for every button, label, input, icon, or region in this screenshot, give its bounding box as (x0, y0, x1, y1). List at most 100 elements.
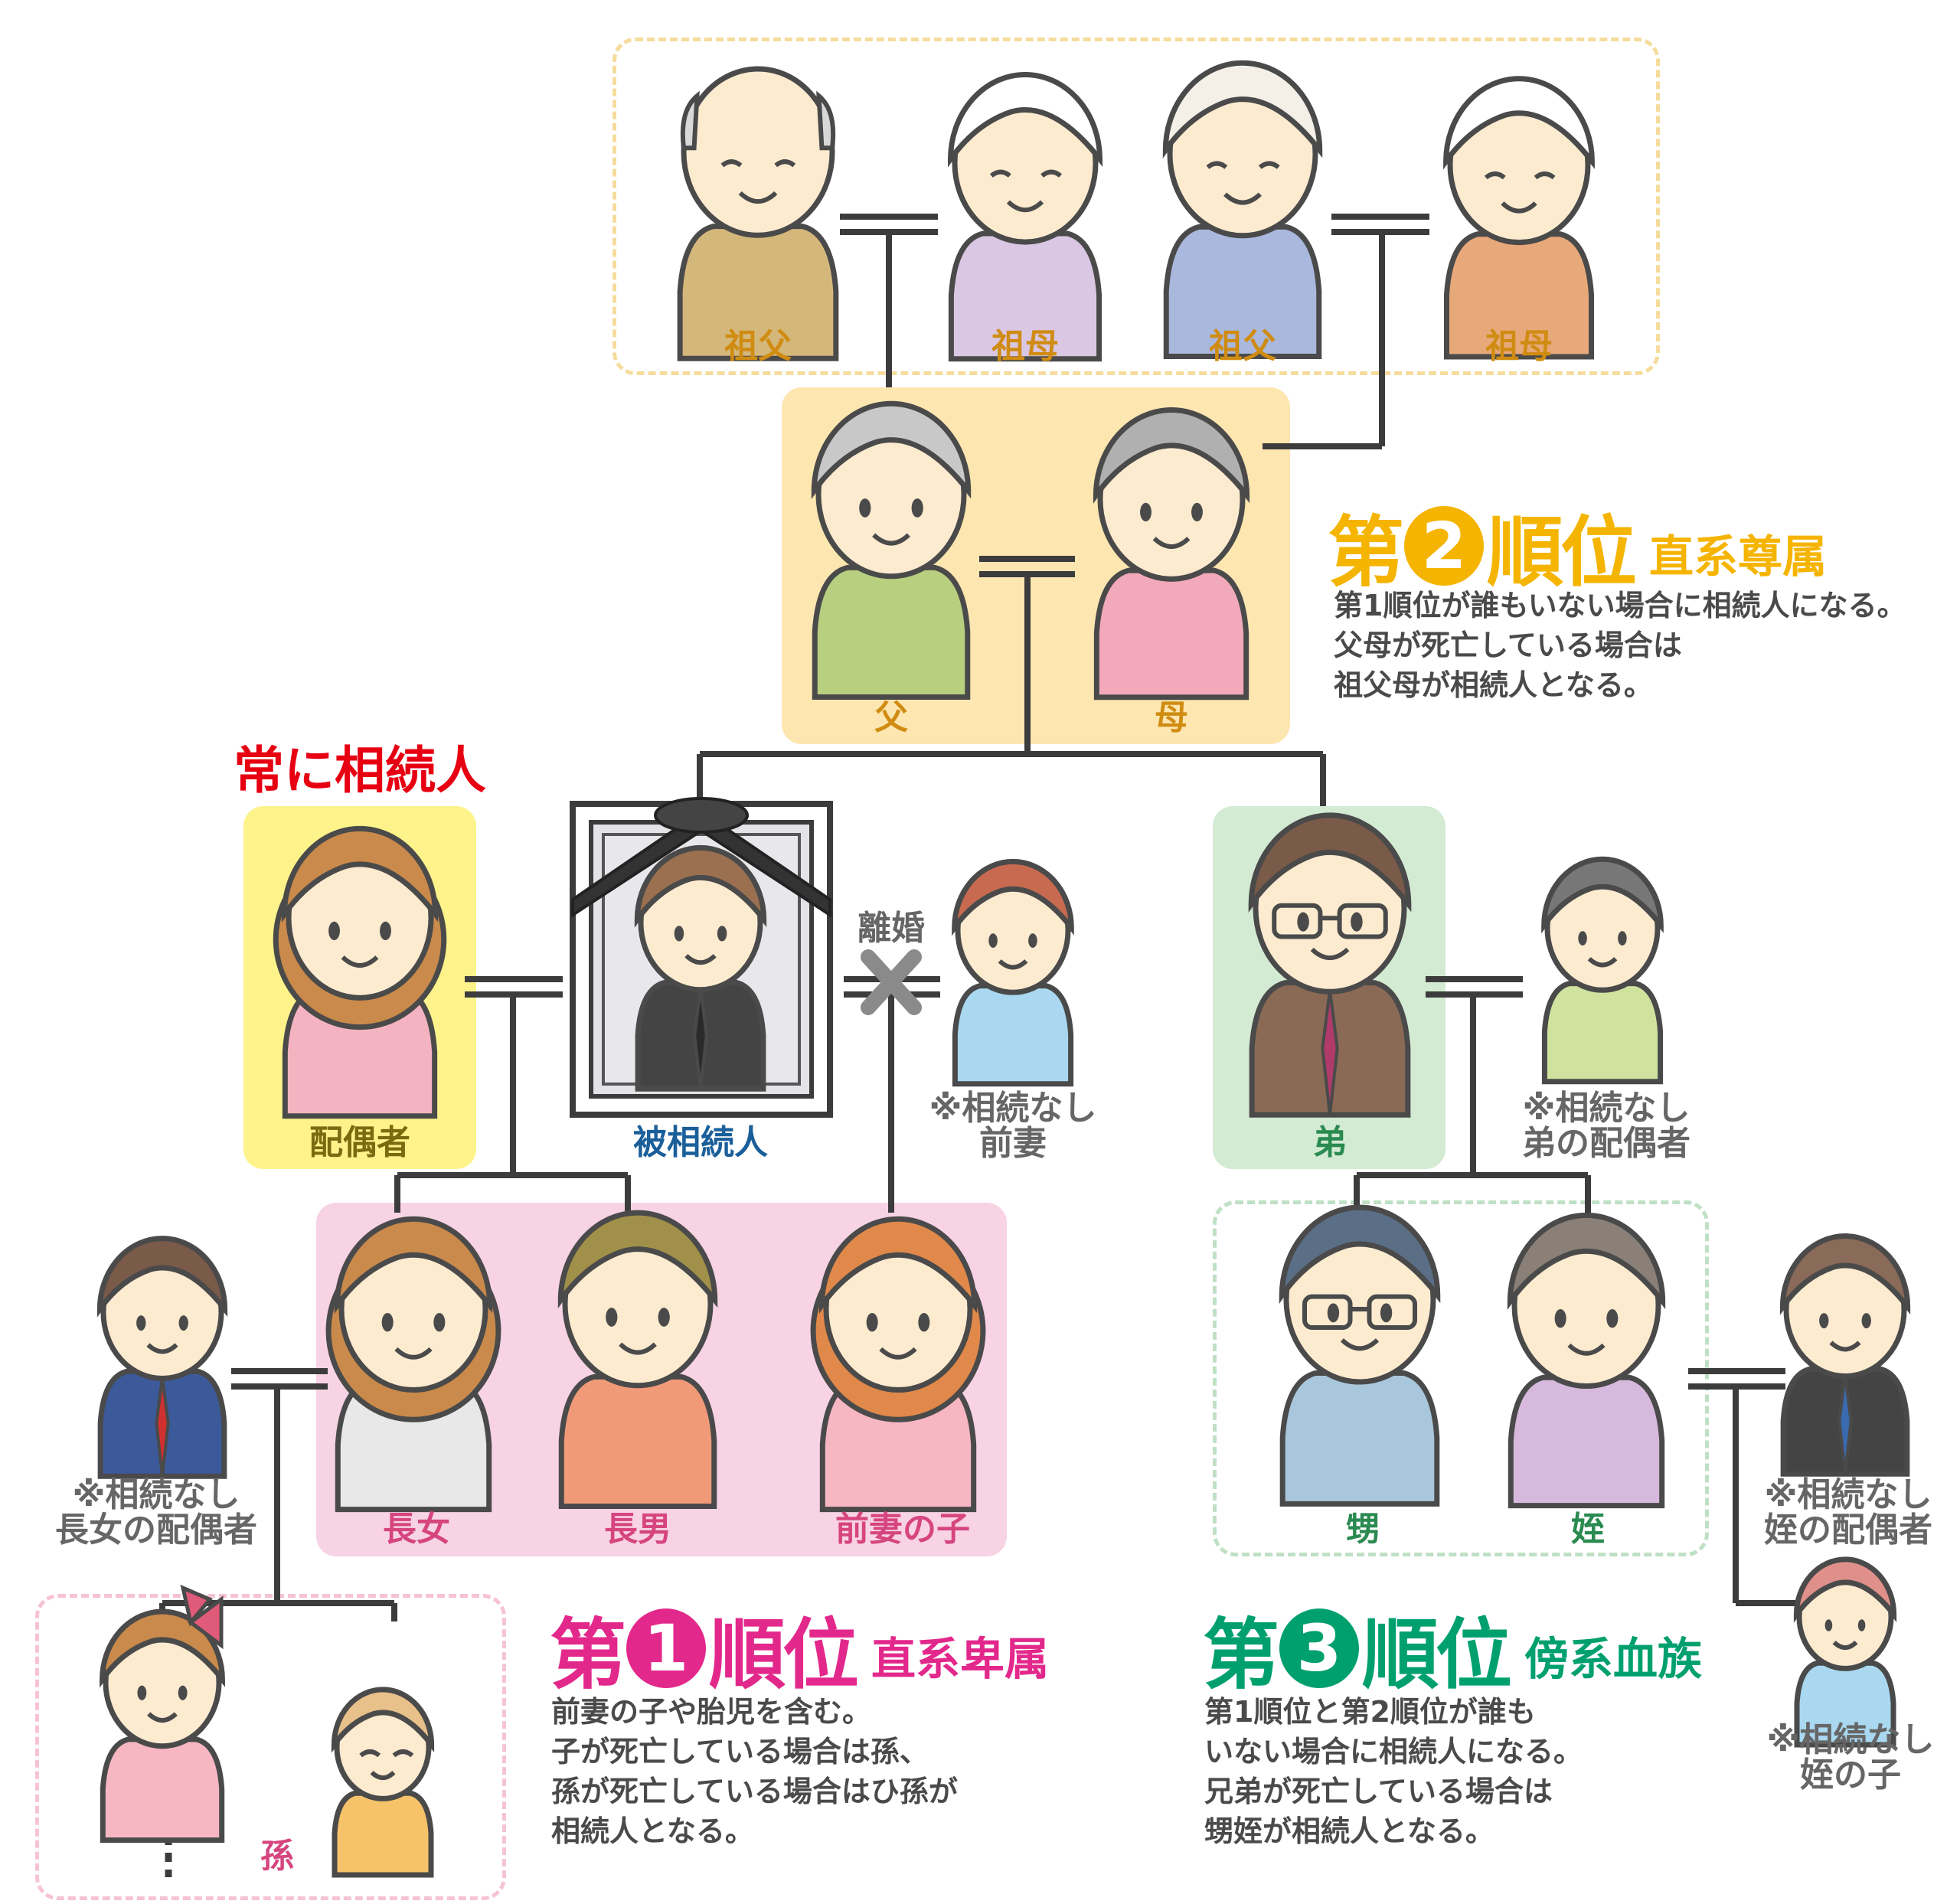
rank2-description: 第1順位が誰もいない場合に相続人になる。 父母が死亡している場合は 祖父母が相続… (1334, 589, 1906, 702)
glasses-icon (1272, 903, 1323, 939)
mouth (1223, 192, 1262, 205)
mouth (879, 1347, 917, 1360)
grandfather-maternal (1162, 60, 1323, 359)
niece-label: 姪 (1571, 1510, 1605, 1549)
brother-label: 弟 (1313, 1123, 1347, 1162)
ex-wife (952, 858, 1074, 1087)
hair-bow-icon (180, 1584, 224, 1650)
mouth (1006, 200, 1044, 213)
mouth (1567, 1343, 1606, 1356)
mouth (998, 959, 1028, 970)
hair (947, 71, 1103, 168)
hair (1507, 1212, 1666, 1310)
hair (811, 400, 972, 500)
body (1508, 1374, 1665, 1509)
grandchildren-label: 孫 (260, 1837, 294, 1876)
rank3-description: 第1順位と第2順位が誰も いない場合に相続人になる。 兄弟が死亡している場合は … (1204, 1695, 1583, 1848)
hair (96, 1236, 228, 1318)
hair (334, 1216, 493, 1314)
body (677, 224, 839, 361)
spouse (273, 825, 447, 1119)
divorce-cross-icon (861, 949, 922, 1015)
ex-wife-label: ※相続なし前妻 (929, 1089, 1097, 1164)
hair (1279, 1204, 1441, 1305)
hair (1093, 407, 1250, 504)
mouth (1501, 201, 1537, 214)
mouth (1152, 537, 1191, 549)
eldest-son-label: 長男 (604, 1510, 671, 1549)
father-label: 父 (874, 698, 908, 737)
brother-spouse (1541, 856, 1664, 1085)
hair (1443, 76, 1595, 170)
body (948, 230, 1102, 362)
rank1-title: 第 1 順位 直系卑属 (550, 1592, 1049, 1703)
grandmother-paternal (947, 71, 1103, 362)
mouth (147, 1712, 178, 1723)
mouth (1587, 956, 1618, 968)
body (952, 983, 1074, 1087)
nephews-group (1213, 1200, 1709, 1556)
necktie-icon (1321, 990, 1339, 1115)
niece-child-label: ※相続なし姪の子 (1766, 1720, 1935, 1795)
grandmother-maternal-label: 祖母 (1485, 327, 1553, 366)
necktie-icon (693, 988, 708, 1089)
hair (100, 1608, 225, 1688)
grandchild-girl (100, 1584, 225, 1844)
brother (1248, 812, 1412, 1118)
grandfather-paternal-label: 祖父 (724, 327, 792, 366)
grandmother-maternal (1443, 76, 1595, 360)
body (1794, 1660, 1896, 1748)
hair (634, 844, 767, 928)
hair (1248, 812, 1412, 913)
niece (1507, 1212, 1666, 1509)
mouth (738, 191, 778, 204)
body (1093, 567, 1250, 701)
hair (1793, 1556, 1897, 1623)
rank2-number-badge: 2 (1404, 505, 1484, 586)
rank1-category: 直系卑属 (871, 1632, 1050, 1685)
deceased-label: 被相続人 (633, 1123, 768, 1162)
mouth (1832, 1640, 1858, 1651)
grandchild-baby (331, 1687, 435, 1878)
glasses-icon (1302, 1294, 1353, 1331)
eldest-daughter (325, 1216, 501, 1513)
mouth (619, 1342, 657, 1355)
mouth (1829, 1341, 1861, 1352)
hair (1541, 856, 1664, 934)
rank3-title: 第 3 順位 傍系血族 (1203, 1592, 1702, 1703)
mouth (872, 533, 910, 546)
rank3-number-badge: 3 (1279, 1608, 1359, 1688)
mouth (146, 1343, 178, 1354)
brother-spouse-label: ※相続なし弟の配偶者 (1522, 1089, 1690, 1164)
eldest-son (557, 1210, 718, 1509)
face (681, 66, 835, 238)
body (1541, 981, 1664, 1085)
mother-label: 母 (1155, 698, 1188, 737)
ex-wife-child (810, 1216, 986, 1513)
always-heir-label: 常に相続人 (234, 741, 486, 800)
hair (1162, 60, 1323, 159)
grandmother-paternal-label: 祖母 (991, 327, 1059, 366)
hair (952, 858, 1074, 936)
nephew (1279, 1204, 1441, 1507)
connector-lines (159, 214, 1801, 1877)
body (100, 1736, 225, 1844)
father (811, 400, 972, 700)
necktie-icon (155, 1377, 170, 1477)
mouth (1310, 947, 1350, 961)
necktie-icon (1838, 1374, 1853, 1475)
body (332, 1790, 434, 1878)
mother (1093, 407, 1250, 701)
daughter-spouse (96, 1236, 228, 1479)
hair (1779, 1233, 1911, 1315)
mouth (370, 1770, 396, 1781)
rank2-category: 直系尊属 (1649, 530, 1828, 583)
rank1-description: 前妻の子や胎児を含む。 子が死亡している場合は孫、 孫が死亡している場合はひ孫が… (551, 1695, 958, 1848)
spouse-label: 配偶者 (309, 1123, 410, 1162)
rank2-title: 第 2 順位 直系尊属 (1328, 490, 1827, 601)
hair (557, 1210, 718, 1309)
hair (281, 825, 439, 923)
body (1444, 231, 1594, 360)
